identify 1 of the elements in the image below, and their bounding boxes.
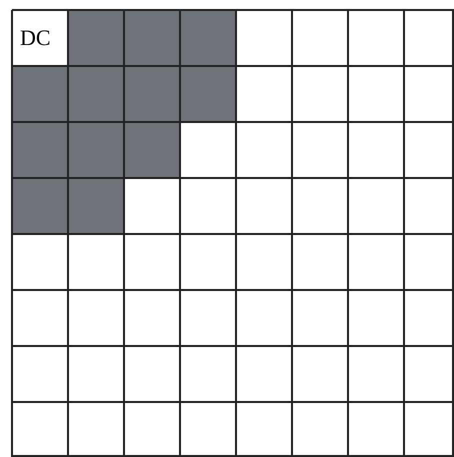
cell-label: DC	[20, 27, 51, 49]
